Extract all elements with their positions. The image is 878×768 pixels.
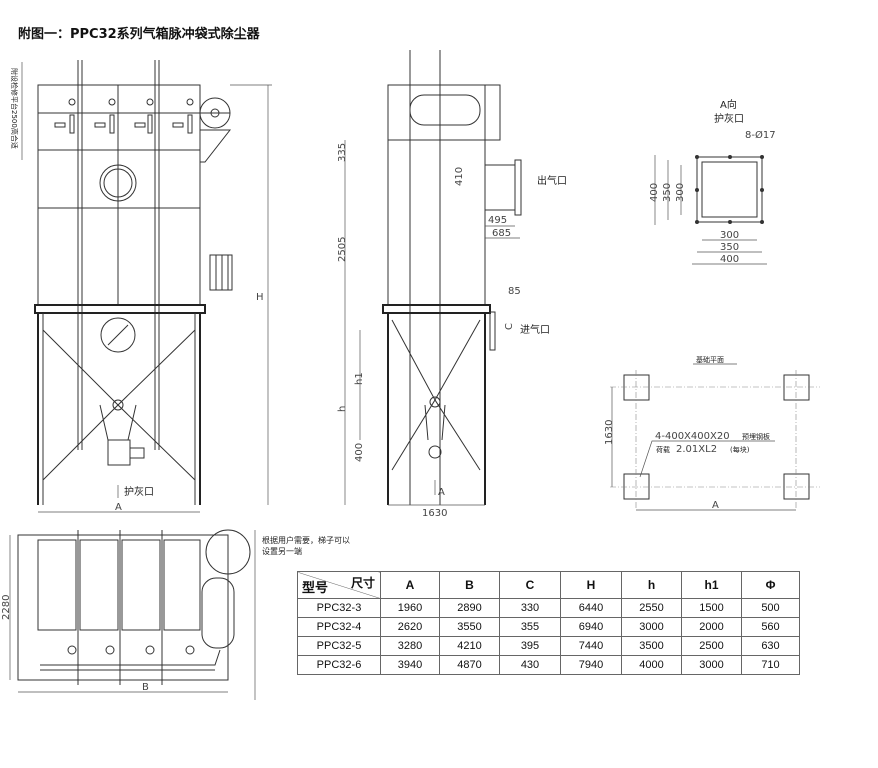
dim-685: 685 (492, 228, 511, 239)
cell: 4870 (439, 655, 500, 675)
load-prefix: 荷载 (656, 445, 670, 454)
dim-400-h: 400 (720, 254, 739, 265)
cell: 6940 (560, 617, 622, 637)
cell: 2550 (621, 598, 682, 618)
dim-400-v: 400 (649, 183, 660, 202)
dim-C: C (504, 323, 515, 330)
ladder-note: 根据用户需要，梯子可以设置另一端 (262, 536, 350, 556)
dim-H: H (256, 292, 264, 303)
cell: 395 (499, 636, 561, 656)
dim-h1: h1 (354, 372, 365, 385)
col-header: Φ (741, 571, 800, 599)
load-value: 2.01XL2 (676, 444, 717, 455)
upper-casing (37, 84, 201, 306)
cell: 710 (741, 655, 800, 675)
arrow-A: A (438, 487, 445, 498)
load-suffix: (每块) (730, 445, 750, 454)
dim-h: h (337, 406, 348, 412)
cell: 4210 (439, 636, 500, 656)
plate-note-2: 预埋钢板 (742, 432, 770, 441)
foundation-plan: 基础平面 1630 A 4-400X400X20 预埋钢板 荷载 2.01XL2… (604, 355, 820, 511)
cell: 2620 (380, 617, 440, 637)
model-cell: PPC32-6 (297, 655, 381, 675)
discharge-valve (107, 439, 131, 466)
dim-495: 495 (488, 215, 507, 226)
cell: 6440 (560, 598, 622, 618)
side-view: 出气口 335 2505 h1 h 400 410 495 685 85 C 进… (337, 50, 567, 519)
dim-335: 335 (337, 143, 348, 162)
cell: 3280 (380, 636, 440, 656)
col-header: C (499, 571, 561, 599)
plate-note: 4-400X400X20 (655, 431, 730, 442)
corner-header: 尺寸型号 (297, 571, 381, 599)
cell: 3500 (621, 636, 682, 656)
col-header: H (560, 571, 622, 599)
cell: 330 (499, 598, 561, 618)
model-cell: PPC32-3 (297, 598, 381, 618)
col-header: h1 (681, 571, 742, 599)
dim-350-v: 350 (662, 183, 673, 202)
col-header: B (439, 571, 500, 599)
table-header-row: 尺寸型号 A B C H h h1 Φ (297, 571, 800, 599)
cell: 3000 (621, 617, 682, 637)
cell: 2890 (439, 598, 500, 618)
plan-dim-2280: 2280 (1, 595, 12, 620)
cell: 2000 (681, 617, 742, 637)
cell: 3000 (681, 655, 742, 675)
ladder (209, 254, 233, 291)
col-header: A (380, 571, 440, 599)
cell: 1960 (380, 598, 440, 618)
cell: 3940 (380, 655, 440, 675)
a-detail-view: A向 护灰口 8-Ø17 400 350 300 300 350 400 (649, 98, 776, 265)
col-header: h (621, 571, 682, 599)
fan-icon (199, 97, 231, 129)
hopper-label: 护灰口 (124, 485, 154, 498)
dim-300-h: 300 (720, 230, 739, 241)
valve-row (54, 98, 194, 134)
dim-1630: 1630 (422, 508, 447, 519)
drawing-title: 附图一：PPC32系列气箱脉冲袋式除尘器 (18, 26, 261, 42)
outlet-label: 出气口 (537, 174, 567, 187)
cell: 355 (499, 617, 561, 637)
dim-410: 410 (454, 167, 465, 186)
dim-85: 85 (508, 286, 521, 297)
manhole (99, 164, 137, 202)
cell: 500 (741, 598, 800, 618)
foundation-title: 基础平面 (696, 355, 724, 364)
dim-350-h: 350 (720, 242, 739, 253)
foundation-dim-1630: 1630 (604, 420, 615, 445)
dim-2505: 2505 (337, 237, 348, 262)
detail-subtitle: 护灰口 (714, 112, 744, 125)
model-cell: PPC32-4 (297, 617, 381, 637)
plan-dim-B: B (142, 682, 149, 693)
model-cell: PPC32-5 (297, 636, 381, 656)
cell: 3550 (439, 617, 500, 637)
front-view: 附设检修平台2500高合适 护灰口 A (10, 60, 272, 513)
foundation-dim-A: A (712, 500, 719, 511)
detail-title: A向 (720, 98, 737, 111)
hopper-flange (34, 304, 206, 314)
cell: 430 (499, 655, 561, 675)
dim-400: 400 (354, 443, 365, 462)
cell: 7940 (560, 655, 622, 675)
cell: 560 (741, 617, 800, 637)
cell: 4000 (621, 655, 682, 675)
plan-view: 2280 B 根据用户需要，梯子可以设置另一端 (1, 529, 350, 700)
holes-label: 8-Ø17 (745, 129, 776, 141)
hopper-manhole (100, 317, 136, 353)
dim-A: A (115, 502, 122, 513)
side-note: 附设检修平台2500高合适 (10, 68, 19, 149)
cell: 2500 (681, 636, 742, 656)
inlet-label: 进气口 (520, 323, 550, 336)
cell: 1500 (681, 598, 742, 618)
cell: 630 (741, 636, 800, 656)
dim-300-v: 300 (675, 183, 686, 202)
cell: 7440 (560, 636, 622, 656)
